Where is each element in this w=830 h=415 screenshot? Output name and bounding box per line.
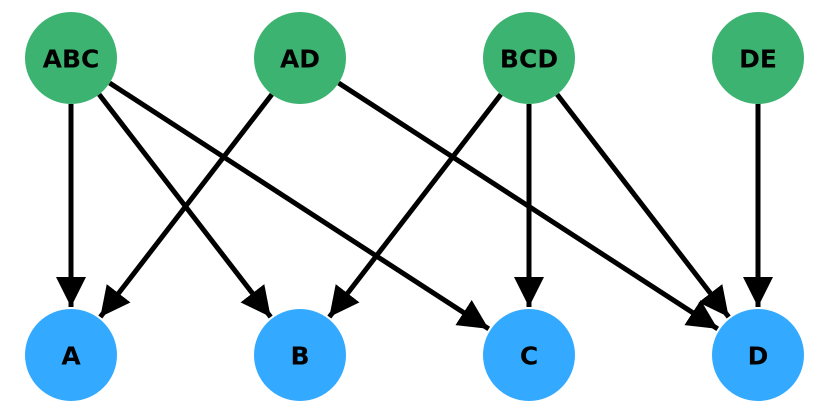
node-circle-c [483,309,575,401]
node-circle-ad [254,12,346,104]
node-circle-bcd [483,12,575,104]
node-label-de: DE [739,45,777,74]
node-circle-de [712,12,804,104]
edge-bcd-to-d [555,92,731,319]
node-label-bcd: BCD [500,45,558,74]
edge-bcd-to-b [327,92,503,319]
node-d: D [712,309,804,401]
node-b: B [254,309,346,401]
node-c: C [483,309,575,401]
node-circle-b [254,309,346,401]
node-bcd: BCD [483,12,575,104]
edge-ad-to-a [98,92,274,319]
node-circle-abc [25,12,117,104]
node-label-d: D [748,342,769,371]
node-label-ad: AD [280,45,320,74]
edges [56,80,773,331]
node-label-a: A [61,342,81,371]
node-label-c: C [520,342,538,371]
node-ad: AD [254,12,346,104]
node-circle-d [712,309,804,401]
node-a: A [25,309,117,401]
node-label-b: B [290,342,309,371]
node-circle-a [25,309,117,401]
edge-abc-to-c [108,80,491,331]
node-de: DE [712,12,804,104]
node-label-abc: ABC [43,45,100,74]
node-abc: ABC [25,12,117,104]
